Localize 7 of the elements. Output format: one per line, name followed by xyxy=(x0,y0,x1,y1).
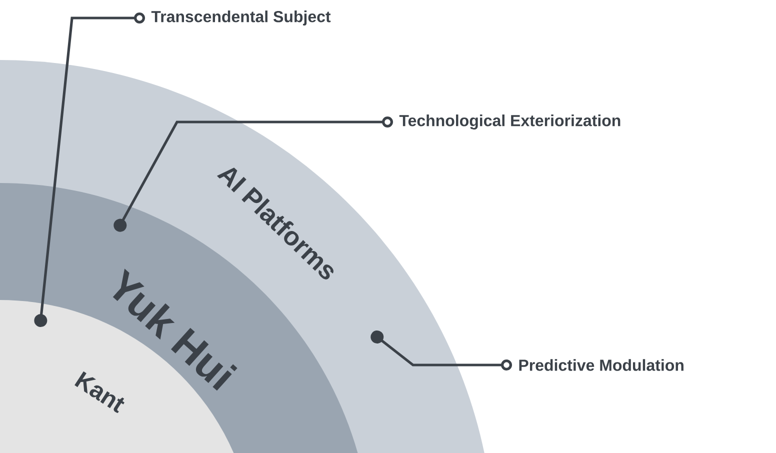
label-text: Transcendental Subject xyxy=(151,10,331,26)
leader-line xyxy=(34,12,145,328)
leader-line xyxy=(114,116,393,232)
leader-line xyxy=(370,330,512,370)
band-label: Yuk Hui xyxy=(112,268,238,391)
label-text: Technological Exteriorization xyxy=(399,114,620,130)
label-text: Predictive Modulation xyxy=(519,359,684,371)
